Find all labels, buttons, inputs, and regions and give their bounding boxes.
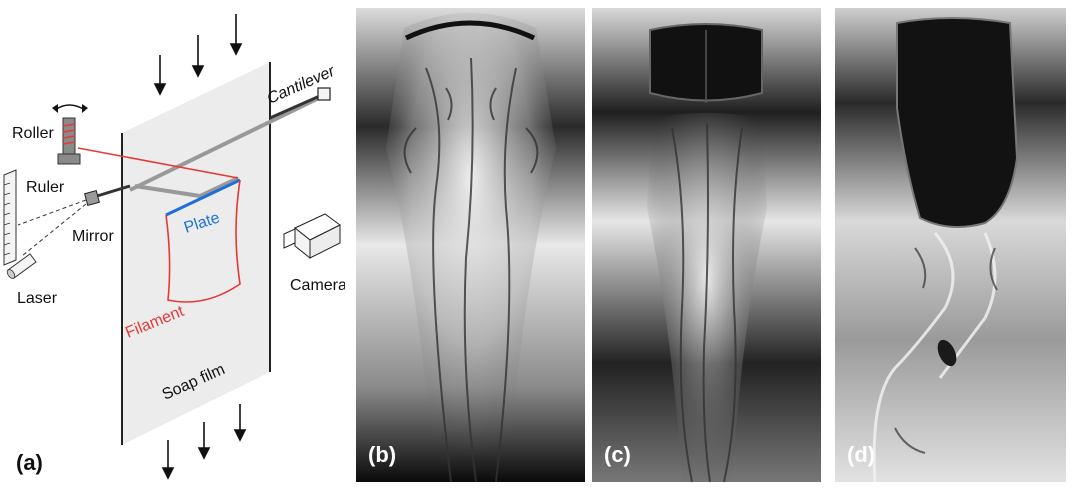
cantilever-rod xyxy=(129,93,326,192)
flow-photo-b: (b) xyxy=(356,8,585,482)
camera-label: Camera xyxy=(290,277,345,294)
cantilever-mount xyxy=(317,87,331,101)
roller-label: Roller xyxy=(12,125,54,142)
flow-arrows-bottom xyxy=(161,404,247,480)
panel-a-label: (a) xyxy=(16,450,43,475)
flow-photo-c: (c) xyxy=(592,8,821,482)
panel-c-label: (c) xyxy=(604,442,631,467)
reflected-beam-upper xyxy=(17,199,87,226)
flow-visual-c xyxy=(592,8,821,482)
laser-device xyxy=(6,253,37,279)
filament xyxy=(165,179,241,303)
roller xyxy=(52,104,88,165)
camera-icon xyxy=(283,213,341,260)
filament-body-d xyxy=(896,17,1019,228)
mirror-rod xyxy=(96,184,131,198)
ruler-label: Ruler xyxy=(26,179,65,196)
flow-arrows-top xyxy=(153,14,243,96)
cantilever-label: Cantilever xyxy=(265,63,338,108)
plate xyxy=(165,178,241,217)
panel-d-label: (d) xyxy=(847,442,876,467)
mirror-label: Mirror xyxy=(72,228,114,245)
cantilever-rod-dark xyxy=(269,93,323,120)
setup-diagram: Roller Ruler Mirror Laser Plate Filament… xyxy=(3,14,345,480)
panel-b-label: (b) xyxy=(368,442,397,467)
flow-visual-d xyxy=(835,8,1066,482)
flow-visual-b xyxy=(356,8,585,482)
mirror-icon xyxy=(84,190,100,206)
laser-label: Laser xyxy=(17,290,58,307)
flow-photo-d: (d) xyxy=(835,8,1066,482)
laser-beam xyxy=(77,147,239,179)
soap-film-sheet xyxy=(122,62,270,445)
plate-support xyxy=(134,176,239,199)
ruler xyxy=(3,169,17,266)
